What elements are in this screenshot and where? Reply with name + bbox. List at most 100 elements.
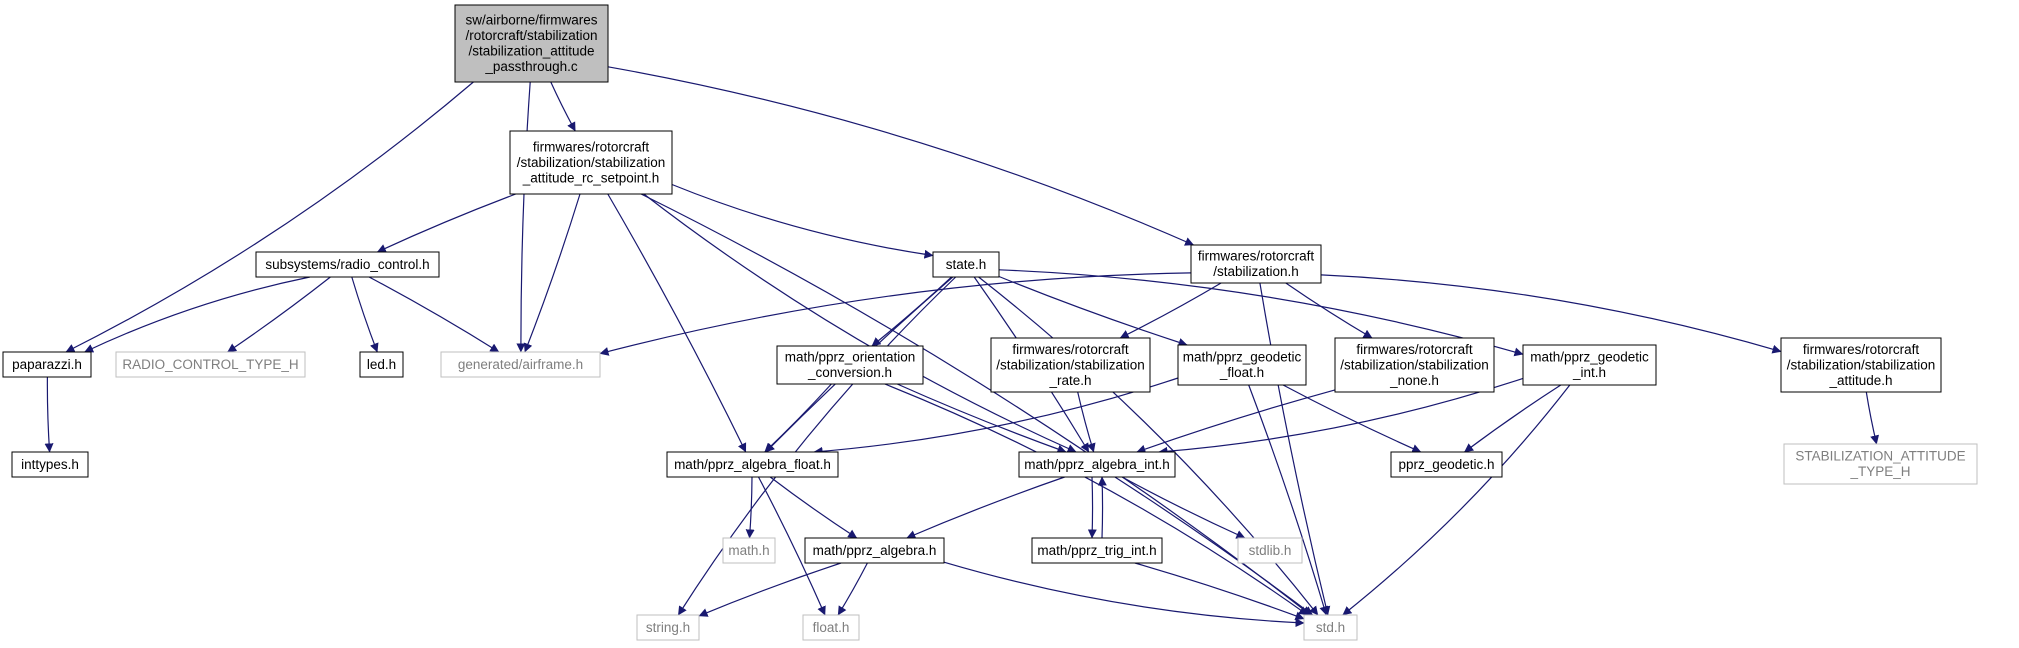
node-box [804, 537, 945, 564]
node-box [932, 251, 1000, 278]
node-label: pprz_geodetic.h [1398, 457, 1494, 472]
node-label: math/pprz_algebra_int.h [1024, 457, 1170, 472]
edge-algebra_float-to-algebra [769, 476, 858, 539]
edge-root-to-airframe [516, 81, 531, 353]
edge-rc_setpoint-to-airframe [523, 193, 581, 353]
node-label: _none.h [1389, 373, 1439, 388]
edge-stabilization-to-std_h [1259, 282, 1331, 616]
node-trig-int[interactable]: math/pprz_trig_int.h [1031, 537, 1163, 564]
node-math-h: math.h [722, 537, 776, 564]
node-stabilization[interactable]: firmwares/rotorcraft/stabilization.h [1190, 244, 1322, 284]
node-pprz-geodetic[interactable]: pprz_geodetic.h [1390, 451, 1503, 478]
node-root[interactable]: sw/airborne/firmwares/rotorcraft/stabili… [454, 4, 609, 83]
node-label: _float.h [1219, 365, 1264, 380]
node-label: /stabilization/stabilization [517, 155, 666, 170]
node-algebra-float[interactable]: math/pprz_algebra_float.h [666, 451, 839, 478]
edge-algebra-to-std_h [943, 561, 1305, 628]
node-box [2, 351, 92, 378]
node-float-h: float.h [802, 614, 860, 641]
node-box [11, 451, 89, 478]
edge-geodetic_float-to-std_h [1248, 384, 1329, 616]
node-geodetic-float[interactable]: math/pprz_geodetic_float.h [1177, 344, 1307, 386]
node-paparazzi[interactable]: paparazzi.h [2, 351, 92, 378]
node-box [454, 4, 609, 83]
edge-stab_attitude-to-stab_att_type [1865, 391, 1880, 445]
node-algebra-int[interactable]: math/pprz_algebra_int.h [1018, 451, 1176, 478]
edge-rc_setpoint-to-std_h [640, 193, 1311, 616]
node-stab-none[interactable]: firmwares/rotorcraft/stabilization/stabi… [1334, 337, 1495, 393]
node-stdlib: stdlib.h [1237, 537, 1303, 564]
edge-stab_rate-to-algebra_int [1077, 391, 1096, 453]
node-std-h: std.h [1303, 614, 1358, 641]
node-geodetic-int[interactable]: math/pprz_geodetic_int.h [1522, 344, 1657, 386]
node-stab-rate[interactable]: firmwares/rotorcraft/stabilization/stabi… [990, 337, 1151, 393]
node-label: led.h [367, 357, 396, 372]
node-label: _TYPE_H [1849, 464, 1910, 479]
edge-geodetic_int-to-std_h [1342, 384, 1571, 616]
node-label: _attitude_rc_setpoint.h [522, 170, 660, 185]
node-label: math/pprz_trig_int.h [1037, 543, 1156, 558]
node-orientation[interactable]: math/pprz_orientation_conversion.h [776, 345, 924, 385]
edge-radio_control-to-airframe [368, 276, 500, 353]
node-box [359, 351, 404, 378]
edge-stab_none-to-algebra_int [1136, 389, 1336, 454]
edge-radio_control-to-radio_type [227, 276, 331, 353]
node-label: firmwares/rotorcraft [1012, 342, 1129, 357]
edge-root-to-rc_setpoint [550, 81, 576, 132]
node-box [666, 451, 839, 478]
edge-geodetic_int-to-pprz_geodetic [1464, 384, 1562, 453]
edge-paparazzi-to-inttypes [44, 376, 54, 453]
node-algebra[interactable]: math/pprz_algebra.h [804, 537, 945, 564]
node-label: /stabilization/stabilization [1340, 357, 1489, 372]
node-stab-attitude[interactable]: firmwares/rotorcraft/stabilization/stabi… [1780, 337, 1942, 393]
node-label: inttypes.h [21, 457, 79, 472]
node-state[interactable]: state.h [932, 251, 1000, 278]
node-label: float.h [813, 620, 850, 635]
node-label: STABILIZATION_ATTITUDE [1795, 449, 1965, 464]
node-box [509, 130, 673, 195]
nodes-layer: sw/airborne/firmwares/rotorcraft/stabili… [2, 4, 1978, 641]
node-rc-setpoint[interactable]: firmwares/rotorcraft/stabilization/stabi… [509, 130, 673, 195]
node-label: firmwares/rotorcraft [1803, 342, 1920, 357]
node-label: paparazzi.h [12, 357, 82, 372]
node-box [1390, 451, 1503, 478]
node-label: math/pprz_geodetic [1183, 350, 1302, 365]
node-led[interactable]: led.h [359, 351, 404, 378]
node-stab-att-type: STABILIZATION_ATTITUDE_TYPE_H [1783, 443, 1978, 485]
edge-algebra_int-to-stdlib [1121, 476, 1246, 539]
node-box [722, 537, 776, 564]
node-box [1018, 451, 1176, 478]
node-box [1334, 337, 1495, 393]
edge-radio_control-to-paparazzi [84, 276, 311, 353]
edge-algebra-to-string [698, 562, 842, 617]
node-label: subsystems/radio_control.h [265, 257, 429, 272]
edge-algebra-to-float_h [837, 562, 868, 616]
edge-geodetic_int-to-algebra_int [1158, 377, 1524, 456]
node-label: /rotorcraft/stabilization [465, 28, 597, 43]
edge-root-to-stabilization [607, 66, 1195, 246]
node-label: stdlib.h [1249, 543, 1292, 558]
node-box [1190, 244, 1322, 284]
node-label: _int.h [1572, 365, 1606, 380]
node-label: sw/airborne/firmwares [465, 13, 597, 28]
node-string: string.h [636, 614, 700, 641]
node-inttypes[interactable]: inttypes.h [11, 451, 89, 478]
edge-algebra_float-to-float_h [757, 476, 826, 616]
node-label: firmwares/rotorcraft [1198, 249, 1315, 264]
node-radio-control[interactable]: subsystems/radio_control.h [255, 251, 440, 278]
edge-orientation-to-algebra_float [764, 383, 832, 453]
edge-algebra_float-to-math_h [745, 476, 755, 539]
node-label: math/pprz_geodetic [1530, 350, 1649, 365]
node-box [636, 614, 700, 641]
node-label: math/pprz_algebra_float.h [674, 457, 831, 472]
node-label: /stabilization.h [1213, 264, 1299, 279]
edge-rc_setpoint-to-radio_control [376, 193, 517, 253]
edge-root-to-paparazzi [65, 81, 474, 353]
node-label: /stabilization/stabilization [1787, 357, 1936, 372]
node-label: generated/airframe.h [458, 357, 583, 372]
edge-rc_setpoint-to-algebra_int [643, 193, 1077, 453]
edge-state-to-string [677, 276, 957, 616]
edge-geodetic_float-to-pprz_geodetic [1282, 384, 1422, 453]
edge-algebra_int-to-std_h [1114, 476, 1313, 616]
node-box [776, 345, 924, 385]
